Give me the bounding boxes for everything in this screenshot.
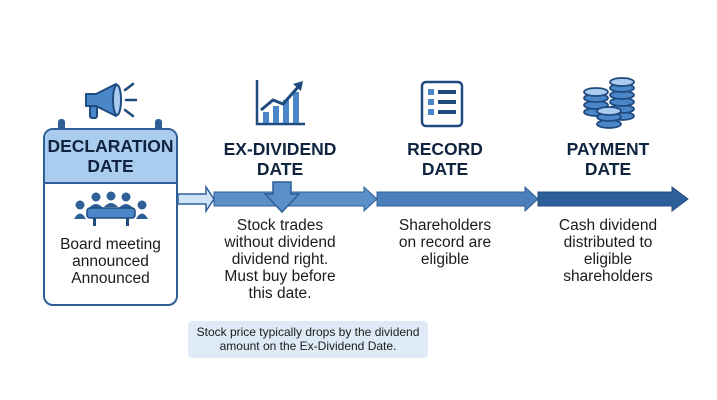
record-date-title: RECORD DATE xyxy=(407,139,483,179)
ex-dividend-date-description: Stock trades without dividend dividend r… xyxy=(224,217,336,302)
ex-dividend-marker-arrow xyxy=(263,181,301,214)
checklist-icon xyxy=(420,80,464,128)
payment-date-title: PAYMENT DATE xyxy=(566,139,650,179)
payment-date-description: Cash dividend distributed to eligible sh… xyxy=(558,217,658,285)
record-date-description: Shareholders on record are eligible xyxy=(398,217,492,268)
ex-dividend-date-title: EX-DIVIDEND DATE xyxy=(223,139,337,179)
calendar-ring-left xyxy=(58,119,65,135)
board-meeting-icon xyxy=(74,191,148,226)
price-drop-note: Stock price typically drops by the divid… xyxy=(188,321,428,358)
megaphone-icon xyxy=(85,82,138,119)
rising-chart-icon xyxy=(255,80,305,126)
declaration-date-title: DECLARATION DATE xyxy=(45,130,176,184)
timeline-arrow-4 xyxy=(537,186,689,212)
declaration-card: DECLARATION DATE xyxy=(43,128,178,306)
calendar-ring-right xyxy=(155,119,162,135)
coin-stacks-icon xyxy=(583,77,635,129)
declaration-date-description: Board meeting announced Announced xyxy=(60,236,161,287)
timeline-arrow-1 xyxy=(177,184,215,214)
timeline-arrow-2 xyxy=(213,185,378,213)
timeline-arrow-3 xyxy=(376,185,539,213)
